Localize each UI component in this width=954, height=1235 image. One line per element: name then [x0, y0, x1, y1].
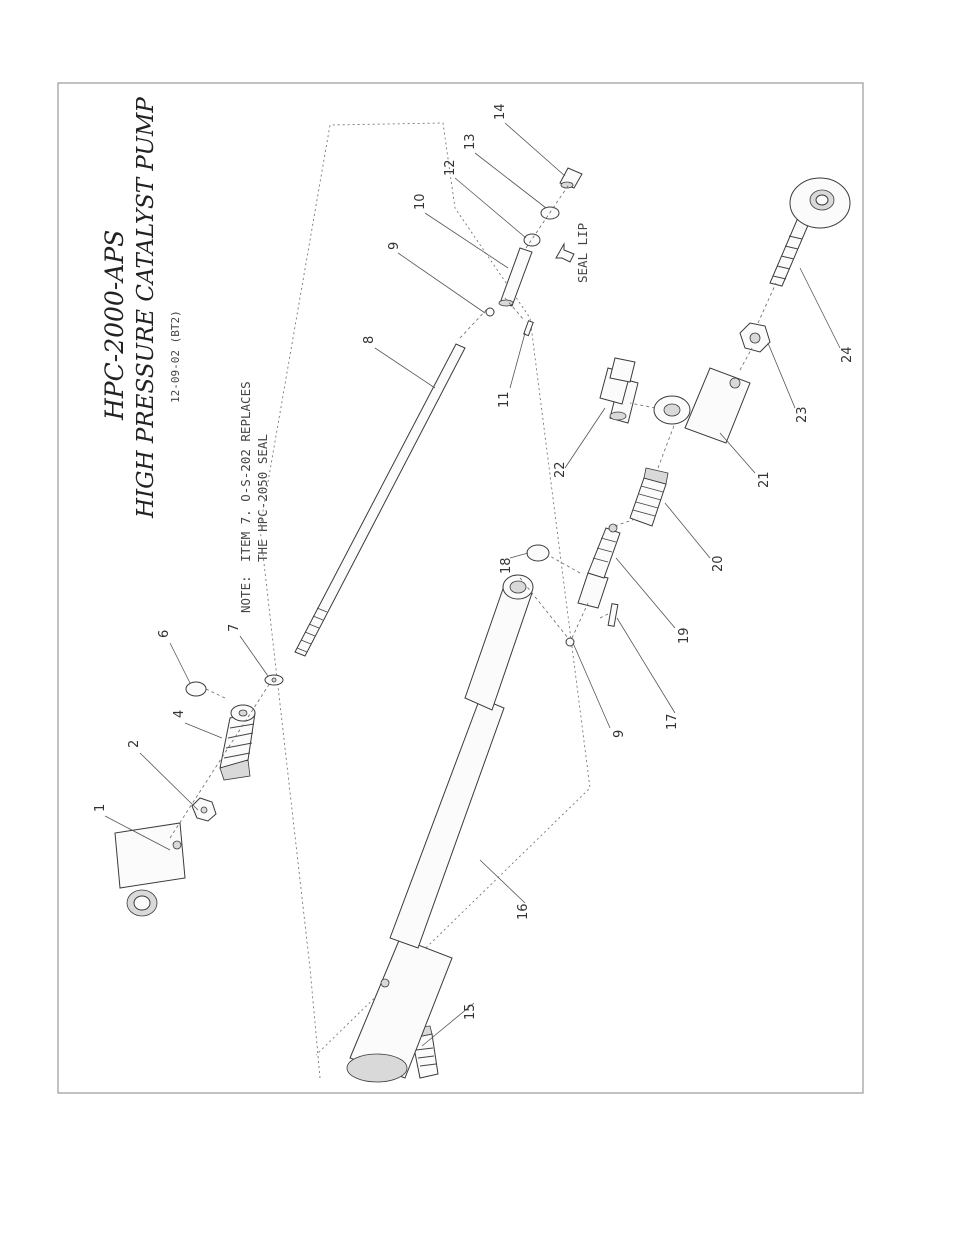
note-line1: ITEM 7. O-S-202 REPLACES: [238, 381, 253, 562]
label-part-7: 7: [227, 624, 242, 632]
part-10-check-housing: [498, 247, 533, 307]
label-part-19: 19: [677, 627, 692, 644]
seal-lip-label: SEAL LIP: [575, 223, 590, 283]
label-part-11: 11: [497, 391, 512, 408]
label-part-1: 1: [93, 804, 108, 812]
part-9-ball-lower: [565, 637, 575, 647]
label-part-9-lower: 9: [612, 730, 627, 738]
note-line2: THE HPC-2050 SEAL: [255, 434, 270, 562]
label-part-9-upper: 9: [387, 242, 402, 250]
title-date: 12-09-02 (BT2): [169, 310, 182, 403]
label-part-17: 17: [665, 713, 680, 730]
part-1-clevis: [114, 822, 186, 917]
label-part-21: 21: [757, 471, 772, 488]
label-part-4: 4: [172, 710, 187, 718]
part-9-ball-upper: [485, 307, 495, 317]
part-15-fitting: [409, 1025, 439, 1079]
title-model: HPC-2000-APS: [100, 230, 129, 421]
label-part-22: 22: [553, 461, 568, 478]
part-11-pin: [523, 320, 534, 337]
label-part-18: 18: [499, 557, 514, 574]
part-18-oring: [526, 544, 550, 562]
part-17-pin: [607, 603, 619, 627]
label-part-20: 20: [711, 555, 726, 572]
part-20-fitting: [629, 467, 669, 527]
title-name: HIGH PRESSURE CATALYST PUMP: [133, 97, 159, 519]
label-part-15: 15: [463, 1003, 478, 1020]
seal-lip-arrow: [555, 242, 575, 263]
part-19-valve-stem: [577, 523, 621, 609]
part-16-cylinder: [346, 574, 534, 1083]
label-part-23: 23: [795, 406, 810, 423]
part-14-cap: [559, 167, 583, 189]
part-24-rod-end: [769, 177, 851, 287]
axis-lower: [519, 577, 569, 639]
label-part-16: 16: [516, 903, 531, 920]
label-part-2: 2: [127, 740, 142, 748]
label-part-10: 10: [413, 193, 428, 210]
label-part-6: 6: [157, 630, 172, 638]
part-21-tee-block: [653, 367, 751, 444]
part-8-rod: [294, 343, 466, 657]
label-part-14: 14: [493, 103, 508, 120]
part-12-washer: [523, 233, 541, 247]
axis-upper: [169, 682, 271, 839]
part-22-elbow: [599, 357, 639, 424]
label-part-24: 24: [840, 346, 855, 363]
drawing-frame: [57, 82, 864, 1094]
label-part-8: 8: [362, 336, 377, 344]
assembly-envelope: [259, 122, 591, 1079]
part-4-gland: [219, 704, 256, 781]
part-6-oring: [185, 681, 207, 697]
label-part-13: 13: [463, 133, 478, 150]
note-label: NOTE:: [238, 575, 253, 613]
label-part-12: 12: [443, 159, 458, 176]
